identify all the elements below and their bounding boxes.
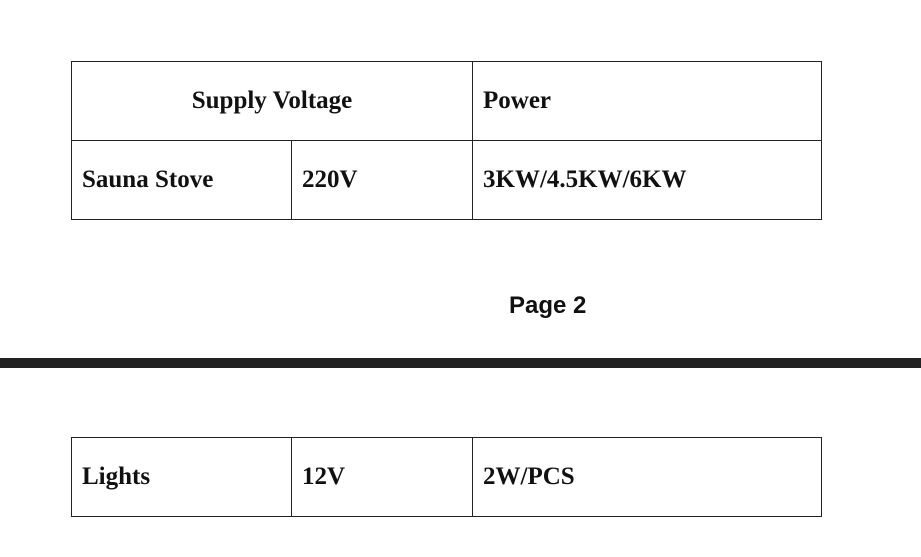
cell-power: 2W/PCS <box>472 437 822 517</box>
header-power: Power <box>472 61 822 141</box>
table-header-row: Supply Voltage Power <box>71 61 822 141</box>
spec-table-page-1: Supply Voltage Power Sauna Stove 220V 3K… <box>71 61 822 220</box>
header-supply-voltage: Supply Voltage <box>71 61 473 141</box>
cell-item: Sauna Stove <box>71 140 292 220</box>
cell-voltage: 220V <box>291 140 473 220</box>
cell-voltage: 12V <box>291 437 473 517</box>
table-row: Lights 12V 2W/PCS <box>71 437 822 517</box>
cell-item: Lights <box>71 437 292 517</box>
page-number-label: Page 2 <box>509 292 587 319</box>
cell-power: 3KW/4.5KW/6KW <box>472 140 822 220</box>
table-row: Sauna Stove 220V 3KW/4.5KW/6KW <box>71 140 822 220</box>
page-divider <box>0 358 921 368</box>
spec-table-page-2: Lights 12V 2W/PCS <box>71 437 822 517</box>
